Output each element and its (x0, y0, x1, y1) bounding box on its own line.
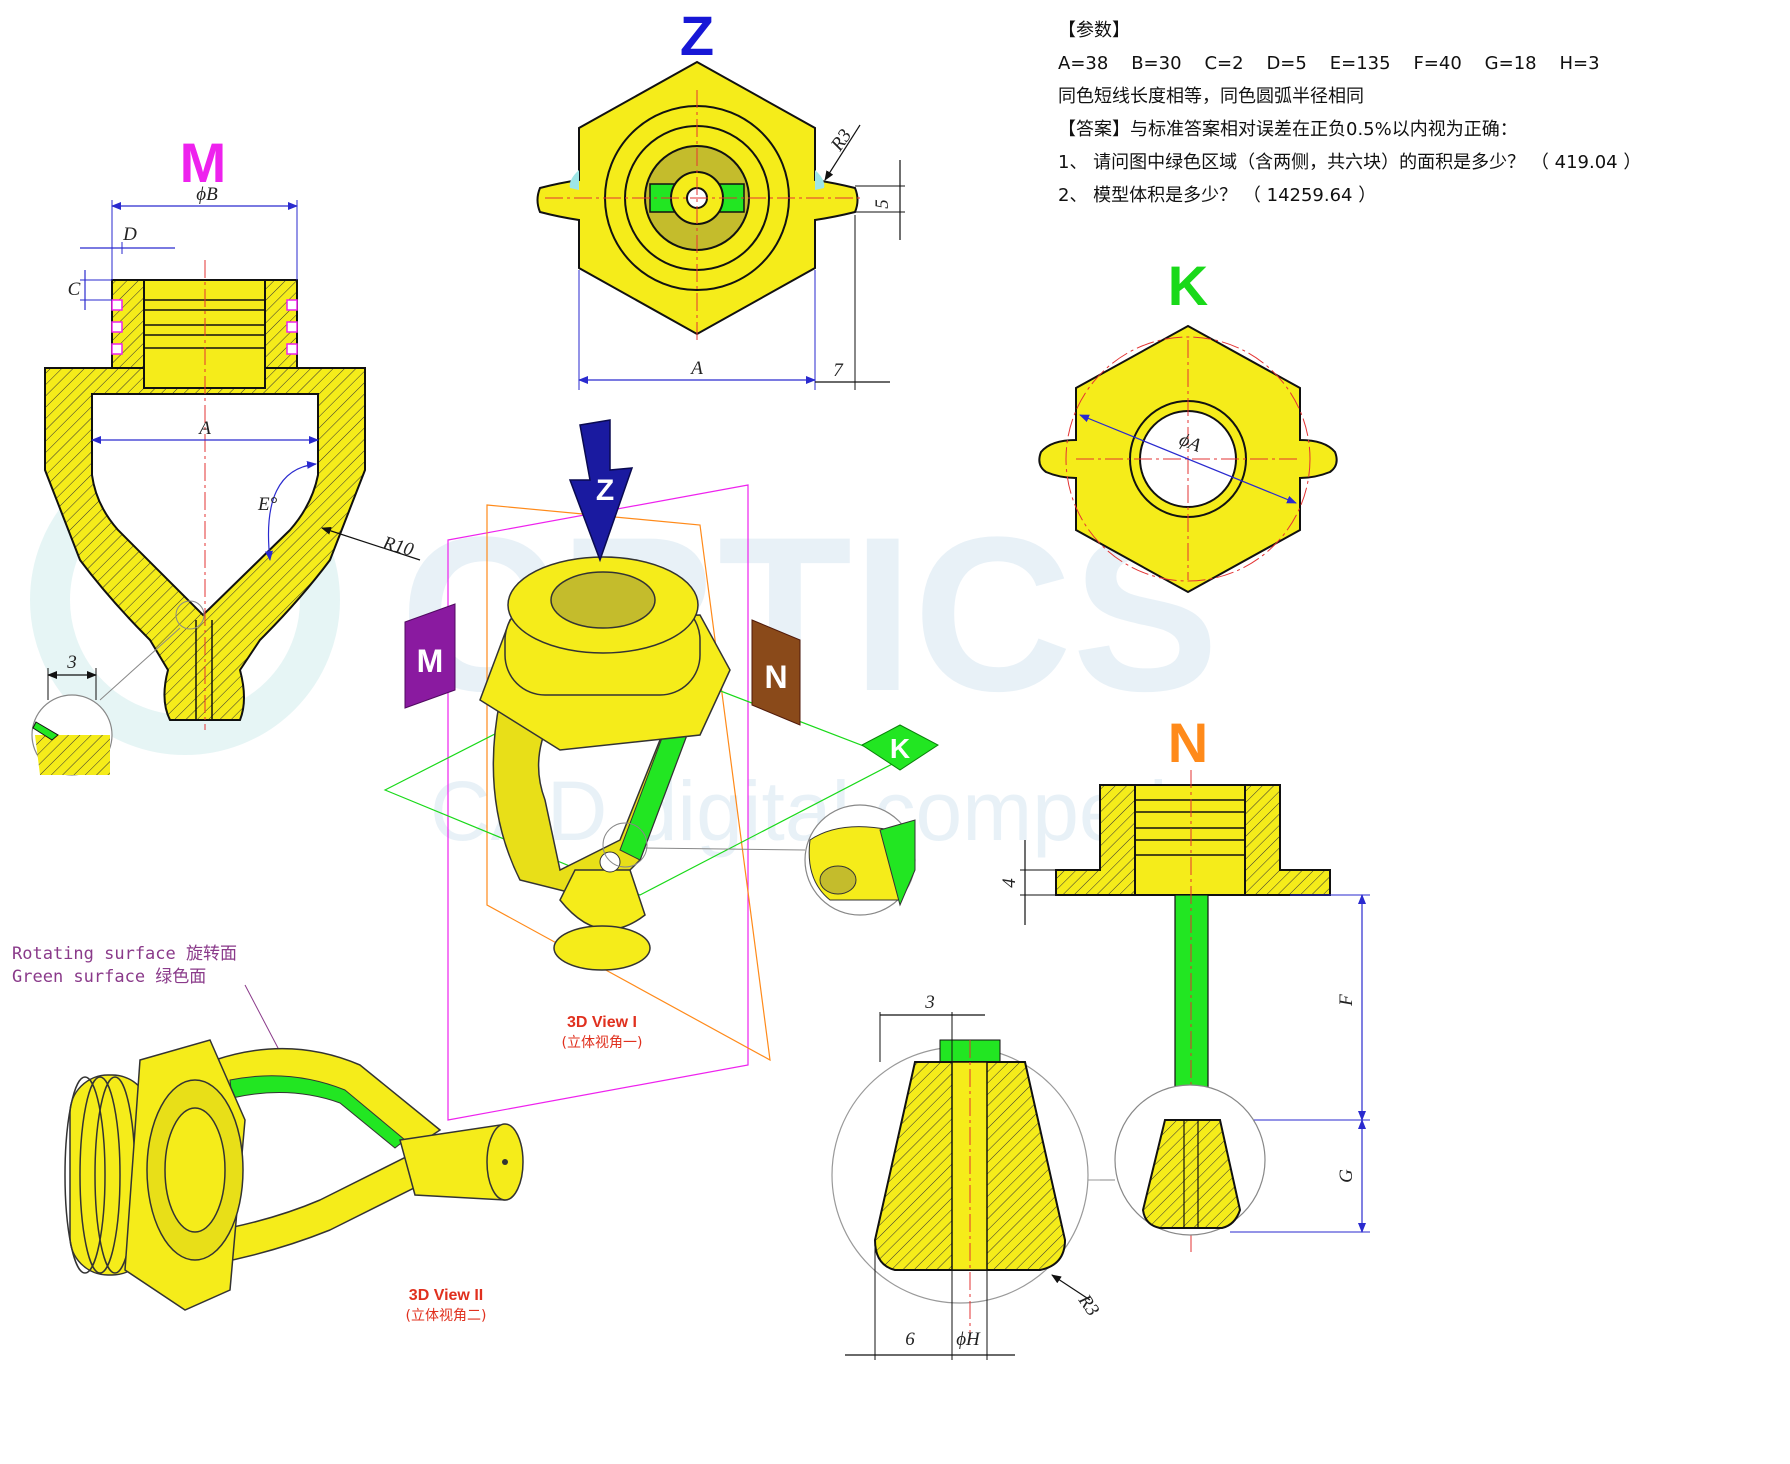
detail-cone: 3 6 ϕH R3 (831, 992, 1103, 1360)
param-c: C=2 (1204, 53, 1244, 74)
m-thread-grooves (111, 299, 298, 355)
dim-6: 6 (905, 1329, 915, 1350)
param-h: H=3 (1559, 53, 1600, 74)
dim-r3-z: R3 (826, 126, 856, 156)
param-d: D=5 (1266, 53, 1307, 74)
view-3d-1: Z M N K 3D View I (立体视角一) (383, 419, 939, 1121)
3d1-bore (550, 571, 656, 629)
caption-3d-2-cn: (立体视角二) (406, 1308, 487, 1324)
n-thread-lines (1135, 799, 1245, 856)
dim-phi-b: ϕB (196, 184, 218, 205)
dim-phi-h: ϕH (956, 1329, 981, 1350)
n-cone (1141, 1119, 1242, 1229)
dim-3-detail: 3 (924, 992, 935, 1013)
param-f: F=40 (1413, 53, 1462, 74)
question-2: 2、 模型体积是多少？ （ 14259.64 ） (1058, 185, 1377, 206)
view-label-z: Z (680, 4, 714, 67)
param-a: A=38 (1058, 53, 1109, 74)
3d1-k-flag (861, 724, 939, 771)
3d1-n-flag (751, 619, 801, 726)
dim-r3-detail: R3 (1073, 1290, 1103, 1320)
view-label-k: K (1168, 254, 1208, 317)
caption-3d-1-cn: (立体视角一) (562, 1035, 643, 1051)
3d1-label-k: K (890, 733, 910, 764)
param-b: B=30 (1131, 53, 1182, 74)
view-label-n: N (1168, 711, 1208, 774)
dim-f: F (1336, 994, 1357, 1007)
params-header: 【参数】 (1058, 20, 1130, 41)
dim-7: 7 (833, 360, 844, 381)
question-1: 1、 请问图中绿色区域（含两侧，共六块）的面积是多少？ （ 419.04 ） (1058, 152, 1642, 173)
view-3d-2: Rotating surface 旋转面 Green surface 绿色面 3… (12, 944, 524, 1324)
view-n: N 4 F G (999, 711, 1370, 1255)
note-rotating-surface: Rotating surface 旋转面 (12, 944, 237, 964)
dim-4: 4 (999, 878, 1020, 888)
3d2-bore (164, 1107, 226, 1233)
note-green-surface: Green surface 绿色面 (12, 967, 206, 987)
params-rule: 同色短线长度相等，同色圆弧半径相同 (1058, 86, 1364, 107)
param-e: E=135 (1329, 53, 1391, 74)
parameters-panel: 【参数】 A=38 B=30 C=2 D=5 E=135 F=40 G=18 H… (1058, 14, 1778, 212)
3d1-label-n: N (764, 659, 787, 695)
3d1-arrow-z: Z (596, 474, 614, 507)
dim-5: 5 (872, 199, 893, 209)
answer-header: 【答案】与标准答案相对误差在正负0.5%以内视为正确： (1058, 119, 1518, 140)
dim-a-z: A (689, 358, 703, 379)
dim-c: C (68, 279, 81, 300)
dim-g: G (1336, 1169, 1357, 1183)
view-k: K ϕA (1038, 254, 1338, 594)
caption-3d-1: 3D View I (567, 1014, 637, 1031)
param-g: G=18 (1484, 53, 1537, 74)
view-label-m: M (180, 131, 227, 194)
3d1-z-arrow (568, 419, 634, 563)
dim-e-angle: E° (257, 494, 278, 515)
caption-3d-2: 3D View II (409, 1287, 483, 1304)
view-m: M ϕB D C A E° (31, 131, 421, 776)
dim-a-m: A (197, 418, 211, 439)
view-z: Z A 7 5 R3 (536, 4, 905, 390)
params-values: A=38 B=30 C=2 D=5 E=135 F=40 G=18 H=3 (1058, 47, 1778, 80)
dim-3-m: 3 (66, 652, 77, 673)
3d1-label-m: M (417, 643, 444, 679)
dim-d: D (122, 224, 137, 245)
3d1-m-flag (404, 603, 456, 709)
